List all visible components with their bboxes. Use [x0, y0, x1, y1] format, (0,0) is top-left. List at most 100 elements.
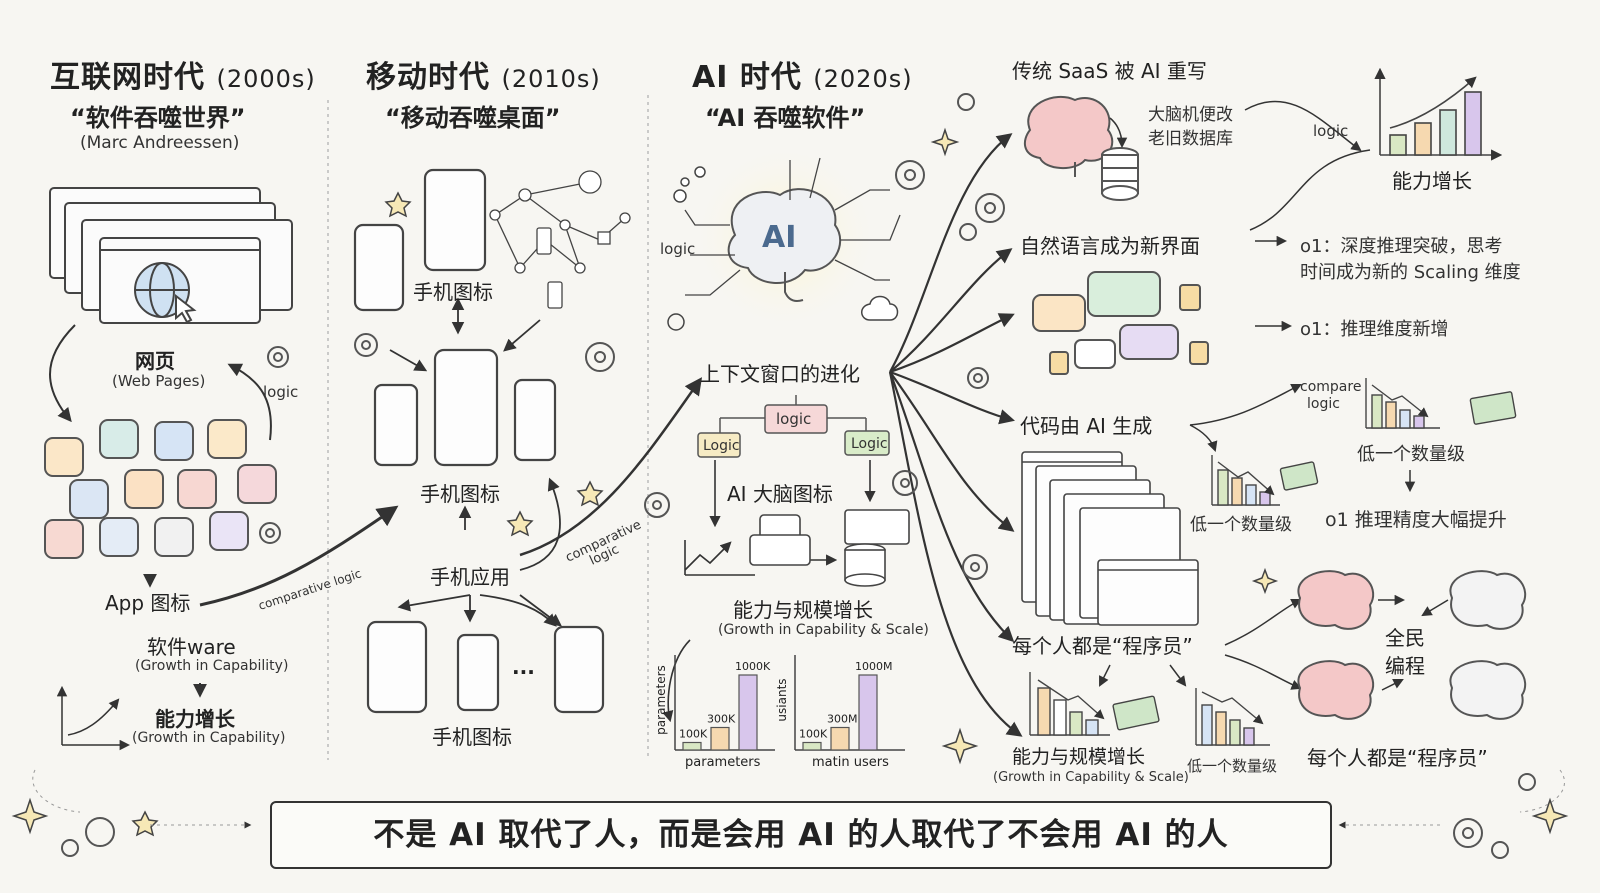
browser-windows-icon	[49, 187, 293, 324]
compare-label-2: logic	[1307, 396, 1340, 412]
phones-ellipsis: ...	[512, 655, 535, 679]
brain-db-label: 大脑机便改	[1148, 105, 1233, 125]
phone-icon-top: 手机图标	[413, 280, 493, 304]
chart-bar	[682, 741, 702, 751]
ai-logic-label: logic	[660, 240, 696, 258]
era-mobile-title: 移动时代 (2010s)	[366, 52, 601, 96]
ai-chart-parameters: 100K 300K 1000K parameters parameters	[654, 655, 775, 770]
phone-icon-bottom: 手机图标	[432, 725, 512, 749]
era-ai-quote: “AI 吞噬软件”	[705, 104, 866, 132]
app-icons-grid	[44, 419, 277, 559]
chart-data-label: 300M	[827, 713, 858, 726]
logic-right-label: Logic	[851, 436, 888, 452]
era-internet-title: 互联网时代 (2000s)	[50, 52, 316, 96]
lower-order-label: 低一个数量级	[1357, 444, 1465, 465]
phone-icon-mid: 手机图标	[420, 482, 500, 506]
ai-scale-sub: (Growth in Capability & Scale)	[718, 622, 929, 638]
code-windows-icon	[1021, 451, 1199, 626]
internet-growth-sub: (Growth in Capability)	[132, 730, 286, 746]
chart-data-label: 100K	[679, 728, 708, 741]
brain-db-label-2: 老旧数据库	[1148, 129, 1233, 149]
right-logic: logic	[1313, 122, 1349, 140]
decline-chart-1	[1211, 455, 1280, 506]
logic-left-label: Logic	[703, 438, 740, 454]
chart-bar	[830, 726, 850, 751]
lower-order-label-3: 低一个数量级	[1187, 757, 1278, 775]
all-people-label-2: 编程	[1385, 654, 1425, 678]
app-icon-label: App 图标	[105, 591, 191, 615]
era-ai-title: AI 时代 (2020s)	[692, 52, 913, 96]
web-pages-label: 网页	[135, 349, 175, 373]
ai-scale-label: 能力与规模增长	[733, 598, 873, 622]
o1-reason-label: o1：推理维度新增	[1300, 319, 1449, 340]
era-title-text: AI 时代	[692, 60, 802, 95]
everyone-programmer-label: 每个人都是“程序员”	[1012, 634, 1193, 658]
logic-box-label: logic	[776, 410, 812, 428]
o1-precision-label: o1 推理精度大幅提升	[1325, 509, 1507, 531]
decline-chart-4	[1195, 688, 1270, 746]
internet-growth: 能力增长	[155, 707, 235, 731]
ai-brain-label: AI	[762, 220, 797, 255]
era-title-text: 互联网时代	[50, 60, 205, 95]
compare-label: compare	[1300, 379, 1362, 395]
ai-brain-icon-label: AI 大脑图标	[727, 482, 833, 506]
era-years: (2010s)	[501, 65, 601, 93]
decorative-gears	[61, 93, 1536, 859]
era-internet-quote: “软件吞噬世界”	[70, 104, 246, 132]
era-years: (2000s)	[216, 65, 316, 93]
chart-data-label: 1000M	[855, 660, 893, 673]
growth-chart-top	[1374, 67, 1503, 161]
ai-circuit-lines	[684, 157, 901, 296]
chart-data-label: 300K	[707, 713, 736, 726]
everyone-programmer-label-2: 每个人都是“程序员”	[1307, 746, 1488, 770]
ai-brain-icon	[727, 188, 842, 302]
ai-devices	[749, 509, 910, 587]
chart-x-label: parameters	[685, 755, 761, 770]
saas-rewrite-label: 传统 SaaS 被 AI 重写	[1012, 59, 1207, 83]
lower-order-label-2: 低一个数量级	[1190, 515, 1292, 535]
right-scale-label: 能力与规模增长	[1012, 746, 1146, 768]
chart-data-label: 100K	[799, 728, 828, 741]
money-icon	[1112, 391, 1517, 731]
o1-deep-label-2: 时间成为新的 Scaling 维度	[1300, 262, 1521, 283]
ai-side-nodes	[667, 166, 899, 331]
right-growth: 能力增长	[1392, 169, 1472, 193]
chart-y-label: usiants	[775, 678, 789, 721]
phone-app-label: 手机应用	[430, 565, 510, 589]
logic-hierarchy	[697, 395, 890, 458]
decorative-stars	[11, 127, 1569, 837]
right-scale-sub: (Growth in Capability & Scale)	[993, 770, 1189, 785]
decline-chart-3	[1029, 672, 1110, 736]
era-mobile-quote: “移动吞噬桌面”	[385, 104, 561, 132]
chat-bubbles-icon	[1032, 271, 1209, 375]
internet-logic: logic	[263, 383, 299, 401]
era-internet-attribution: (Marc Andreessen)	[80, 133, 240, 153]
bottom-banner: 不是 AI 取代了人，而是会用 AI 的人取代了不会用 AI 的人	[270, 801, 1332, 869]
era-years: (2020s)	[813, 65, 913, 93]
software-sub: (Growth in Capability)	[135, 658, 289, 674]
svg-text:comparative logic: comparative logic	[257, 566, 364, 613]
software-label: 软件ware	[147, 635, 236, 659]
phones-mobile	[353, 168, 605, 714]
nl-interface-label: 自然语言成为新界面	[1020, 234, 1200, 258]
all-people-label: 全民	[1385, 626, 1425, 650]
decline-chart-2	[1365, 378, 1440, 429]
mini-growth-chart	[56, 685, 131, 751]
brains-cluster-icon	[1297, 570, 1527, 720]
o1-deep-label: o1：深度推理突破，思考	[1300, 236, 1503, 257]
context-window-label: 上下文窗口的进化	[700, 362, 860, 386]
chart-x-label: matin users	[812, 755, 889, 770]
brain-db-icon	[1023, 95, 1139, 201]
chart-bar	[710, 726, 730, 751]
chart-bar	[858, 674, 878, 751]
network-diagram	[489, 170, 631, 309]
chart-bar	[738, 674, 758, 751]
chart-bar	[802, 741, 822, 751]
web-pages-sub: (Web Pages)	[112, 372, 206, 390]
chart-y-label: parameters	[654, 665, 668, 735]
chart-data-label: 1000K	[735, 660, 771, 673]
code-gen-label: 代码由 AI 生成	[1020, 414, 1153, 438]
era-title-text: 移动时代	[366, 60, 490, 95]
